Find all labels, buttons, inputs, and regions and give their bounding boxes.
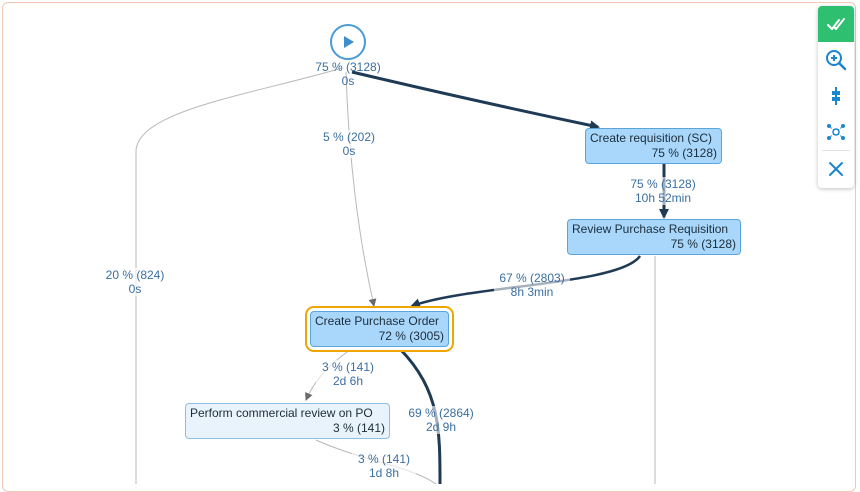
edge-label-po-down: 69 % (2864)2d 9h	[403, 406, 479, 434]
network-icon	[827, 124, 845, 140]
close-button[interactable]	[818, 151, 854, 187]
network-layout-button[interactable]	[818, 114, 854, 150]
play-icon	[344, 36, 354, 48]
node-create-purchase-order[interactable]: Create Purchase Order 72 % (3005)	[310, 311, 449, 347]
check-double-icon	[827, 18, 845, 30]
start-node-label: 75 % (3128) 0s	[315, 60, 381, 88]
edge-label-review-to-po: 67 % (2803)8h 3min	[494, 271, 570, 299]
edge-label-commercial-down: 3 % (141)1d 8h	[352, 452, 416, 480]
zoom-in-button[interactable]	[818, 42, 854, 78]
edge-label-req-to-review: 75 % (3128)10h 52min	[624, 177, 702, 205]
start-node[interactable]	[330, 24, 366, 60]
zoom-in-icon	[826, 50, 847, 71]
map-toolbar	[818, 6, 854, 188]
node-create-requisition[interactable]: Create requisition (SC) 75 % (3128)	[585, 128, 722, 164]
align-vertical-icon	[832, 87, 840, 105]
edge-start-left[interactable]	[135, 67, 343, 484]
edge-label-start-to-po: 5 % (202)0s	[318, 130, 380, 158]
confirm-button[interactable]	[818, 6, 854, 42]
edge-label-po-to-commercial: 3 % (141)2d 6h	[316, 360, 380, 388]
edge-start-to-create-po[interactable]	[345, 71, 377, 307]
edge-label-start-left: 20 % (824)0s	[100, 268, 170, 296]
close-icon	[829, 162, 843, 176]
node-perform-commercial-review[interactable]: Perform commercial review on PO 3 % (141…	[185, 403, 390, 439]
edge-start-to-create-requisition[interactable]	[351, 70, 600, 131]
node-review-purchase-requisition[interactable]: Review Purchase Requisition 75 % (3128)	[567, 219, 741, 255]
align-vertical-button[interactable]	[818, 78, 854, 114]
toolbar-divider	[822, 150, 850, 151]
